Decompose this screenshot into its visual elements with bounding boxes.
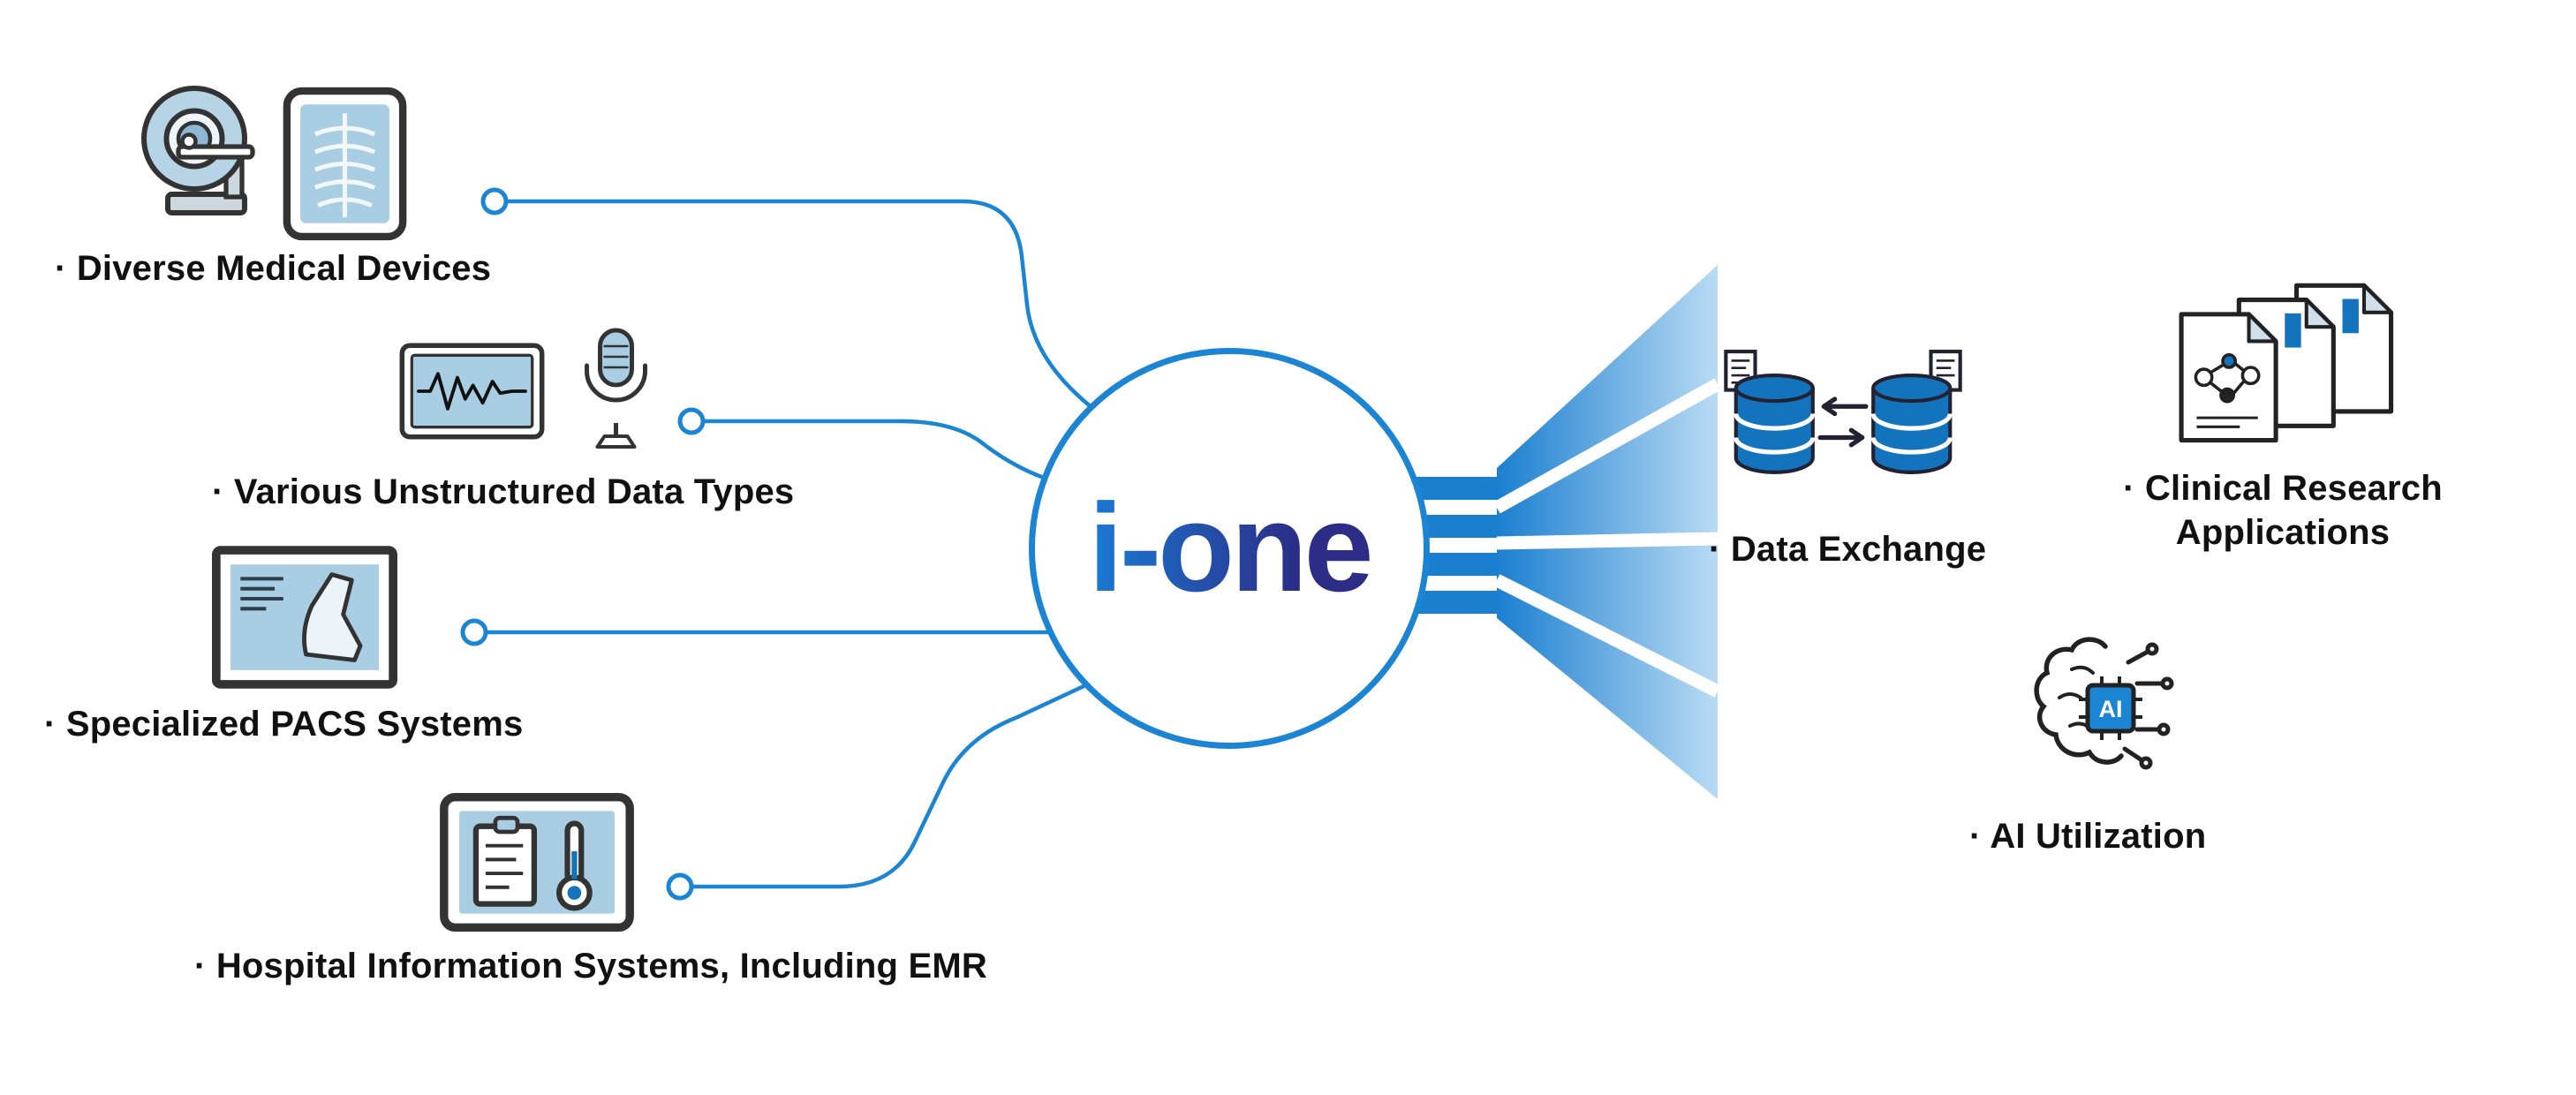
database-exchange-icon [1724,350,1962,474]
connector-dot-4 [666,872,694,901]
hub-circle: i-one [1029,348,1430,749]
connector-line-2 [702,419,1046,480]
microphone-icon [585,328,647,449]
database-right [1870,373,1953,474]
output-label-clinical-research: · Clinical Research Applications [2075,466,2490,555]
ct-mri-scanner-icon [141,86,255,215]
connector-dot-2 [677,407,706,435]
xray-image-icon [283,87,407,241]
input-label-diverse-medical-devices: · Diverse Medical Devices [55,249,492,288]
waveform-monitor-icon [399,343,545,440]
connector-dot-3 [460,618,488,646]
output-label-ai-utilization: · AI Utilization [1969,817,2207,856]
input-label-hospital-info-systems: · Hospital Information Systems, Includin… [194,947,987,986]
clinical-documents-icon [2179,283,2394,443]
connector-line-1 [505,199,1095,411]
output-label-data-exchange: · Data Exchange [1709,530,1987,569]
fan-rays [1409,265,1718,799]
ai-chip-label: AI [2099,696,2123,722]
molecule [2194,352,2261,404]
database-left [1734,373,1816,474]
i-one-logo: i-one [1088,476,1373,621]
pacs-monitor-icon [212,546,397,689]
connector-line-4 [691,679,1096,889]
document-front [2179,312,2278,443]
fan-body [1497,265,1718,799]
clinical-research-line1: · Clinical Research [2123,469,2443,508]
input-label-pacs-systems: · Specialized PACS Systems [44,705,524,744]
input-label-unstructured-data: · Various Unstructured Data Types [212,472,795,511]
emr-tablet-icon [440,793,634,932]
ai-brain-chip-icon: AI [2034,637,2174,770]
clinical-research-line2: Applications [2175,513,2391,552]
connector-dot-1 [480,187,509,215]
